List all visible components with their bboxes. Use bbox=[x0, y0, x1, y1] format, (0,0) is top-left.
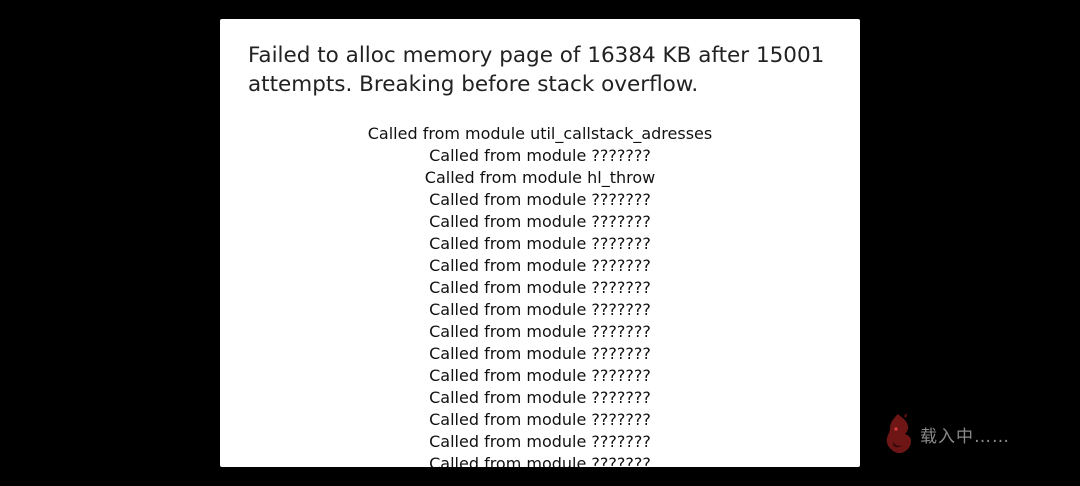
call-stack-line: Called from module ??????? bbox=[429, 256, 651, 275]
call-stack-line: Called from module ??????? bbox=[429, 388, 651, 407]
call-stack-line: Called from module ??????? bbox=[429, 322, 651, 341]
call-stack-line: Called from module ??????? bbox=[429, 190, 651, 209]
loading-text: 载入中…… bbox=[920, 426, 1010, 447]
call-stack-line: Called from module hl_throw bbox=[424, 168, 656, 187]
call-stack-list: Called from module util_callstack_adress… bbox=[220, 123, 860, 467]
loading-indicator: 载入中…… bbox=[884, 412, 1010, 456]
call-stack-line: Called from module ??????? bbox=[429, 366, 651, 385]
error-message: Failed to alloc memory page of 16384 KB … bbox=[248, 43, 825, 97]
call-stack-line: Called from module ??????? bbox=[429, 432, 651, 451]
call-stack-line: Called from module ??????? bbox=[429, 410, 651, 429]
call-stack-line: Called from module ??????? bbox=[429, 212, 651, 231]
call-stack-line: Called from module ??????? bbox=[429, 300, 651, 319]
call-stack-line: Called from module ??????? bbox=[429, 146, 651, 165]
call-stack-line: Called from module ??????? bbox=[429, 278, 651, 297]
red-creature-icon bbox=[886, 413, 911, 454]
call-stack-line: Called from module ??????? bbox=[429, 234, 651, 253]
call-stack-line: Called from module ??????? bbox=[429, 344, 651, 363]
call-stack-line: Called from module ??????? bbox=[429, 454, 651, 467]
call-stack-line: Called from module util_callstack_adress… bbox=[367, 124, 713, 143]
error-dialog: Failed to alloc memory page of 16384 KB … bbox=[220, 19, 860, 467]
